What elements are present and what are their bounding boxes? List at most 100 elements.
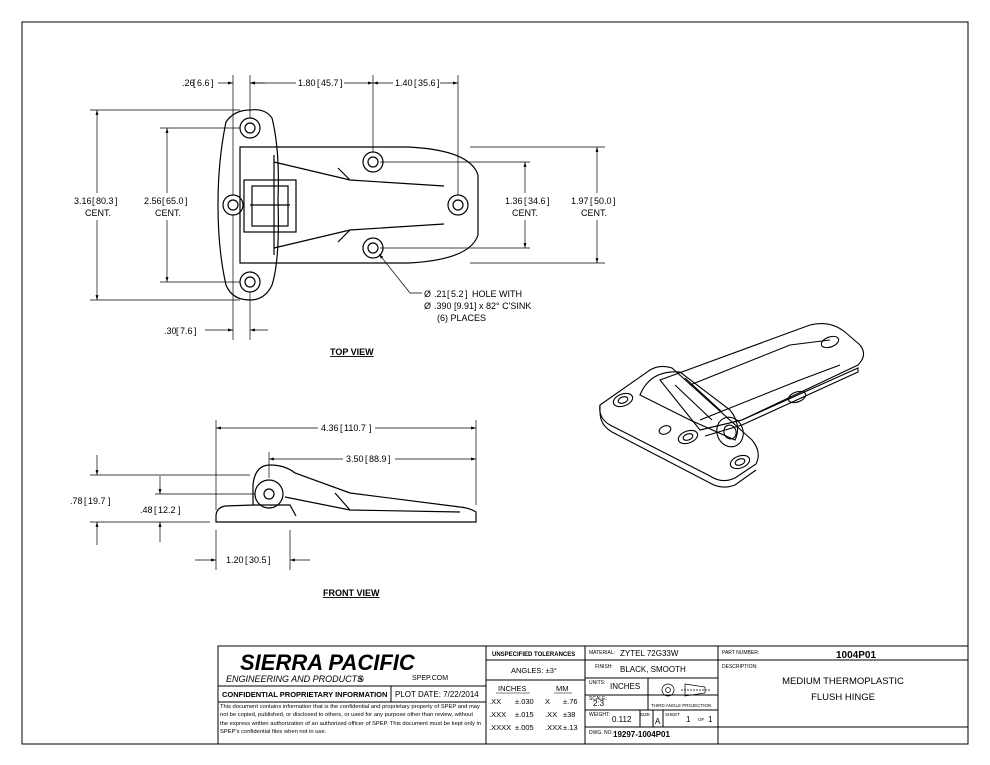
svg-text:[: [	[176, 326, 179, 336]
projection-label: THIRD ANGLE PROJECTION	[651, 703, 711, 708]
company-logo: SIERRA PACIFIC	[240, 650, 416, 675]
top-view-dimension-lines	[90, 75, 605, 340]
svg-text:]: ]	[108, 496, 111, 506]
tolerance-cell: ±.76	[563, 697, 578, 706]
svg-text:]: ]	[268, 555, 271, 565]
tolerance-row: .XXXX±.005 .XXX±.13	[489, 721, 583, 734]
field-label: PART NUMBER:	[722, 650, 759, 656]
dim-text: 2.56	[144, 196, 162, 206]
sheet-value: 1	[686, 715, 691, 724]
dim-text: Ø	[424, 289, 431, 299]
svg-text:]: ]	[369, 423, 372, 433]
dim-text: CENT.	[512, 208, 538, 218]
drawing-number: 19297-1004P01	[613, 730, 670, 739]
tolerance-cell: ±.015	[515, 710, 534, 719]
svg-text:[: [	[365, 454, 368, 464]
dim-text: 12.2	[158, 505, 176, 515]
svg-text:]: ]	[388, 454, 391, 464]
dim-text: 3.16	[74, 196, 92, 206]
svg-text:[: [	[193, 78, 196, 88]
units-value: INCHES	[610, 682, 640, 691]
registered-mark: ®	[358, 675, 364, 684]
dim-text: 88.9	[369, 454, 387, 464]
tolerance-header: UNSPECIFIED TOLERANCES	[492, 652, 575, 658]
tolerance-row: .XXX±.015.XX±38	[489, 708, 583, 721]
tolerance-cell: ±.005	[515, 723, 534, 732]
dim-text: 19.7	[88, 496, 106, 506]
dim-text: .26	[182, 78, 195, 88]
title-block-text: SIERRA PACIFIC ENGINEERING AND PRODUCTS …	[222, 649, 904, 739]
front-view	[215, 464, 477, 523]
finish-value: BLACK, SMOOTH	[620, 665, 686, 674]
dim-text: 110.7	[344, 423, 366, 433]
dim-text: 4.36	[321, 423, 339, 433]
svg-text:[: [	[414, 78, 417, 88]
svg-text:]: ]	[613, 196, 616, 206]
hinge-side-profile	[215, 464, 477, 523]
dim-text: .390 [9.91] x 82° C'SINK	[434, 301, 531, 311]
description-line-1: MEDIUM THERMOPLASTIC	[782, 676, 904, 687]
tolerance-cell: .XXXX	[489, 723, 512, 732]
svg-text:]: ]	[437, 78, 440, 88]
top-view	[217, 109, 479, 301]
dim-text: .30	[164, 326, 177, 336]
hinge-leaf	[239, 146, 479, 264]
description-line-2: FLUSH HINGE	[811, 692, 875, 703]
inches-header: INCHES	[498, 684, 526, 693]
dim-text: HOLE WITH	[472, 289, 522, 299]
dim-text: Ø	[424, 301, 431, 311]
dim-text: 65.0	[166, 196, 184, 206]
field-label: SCALE:	[589, 696, 607, 702]
svg-text:]: ]	[178, 505, 181, 515]
tolerance-cell: ±38	[563, 710, 576, 719]
dim-text: 1.36	[505, 196, 523, 206]
tolerance-cell: .XXX	[545, 723, 563, 732]
svg-text:[: [	[162, 196, 165, 206]
dim-text: 30.5	[249, 555, 267, 565]
tolerance-cell: .XX	[489, 697, 502, 706]
confidential-notice: This document contains information that …	[220, 704, 482, 735]
dim-text: 1.20	[226, 555, 244, 565]
sheets-value: 1	[708, 715, 713, 724]
field-label: MATERIAL:	[589, 650, 615, 656]
dim-text: .21	[434, 289, 447, 299]
dim-text: CENT.	[155, 208, 181, 218]
dim-text: CENT.	[85, 208, 111, 218]
sheet-border	[21, 21, 969, 745]
field-label: WEIGHT:	[589, 712, 610, 718]
field-label: OF	[698, 717, 705, 722]
field-label: DWG. NO.	[589, 730, 613, 736]
dim-text: 5.2	[451, 289, 464, 299]
svg-text:[: [	[245, 555, 248, 565]
svg-text:[: [	[317, 78, 320, 88]
svg-text:[: [	[590, 196, 593, 206]
svg-text:]: ]	[185, 196, 188, 206]
mm-header: MM	[556, 684, 569, 693]
angle-tolerance: ANGLES: ±3°	[511, 666, 557, 675]
field-label: SHEET	[665, 712, 680, 717]
front-view-label: FRONT VIEW	[323, 588, 380, 598]
dim-text: 80.3	[96, 196, 114, 206]
dim-text: (6) PLACES	[437, 313, 486, 323]
svg-text:]: ]	[115, 196, 118, 206]
third-angle-projection-icon	[661, 683, 710, 697]
svg-text:[: [	[154, 505, 157, 515]
dim-text: 34.6	[528, 196, 546, 206]
top-view-dimensions: .26 [ 6.6 ] 1.80 [ 45.7 ] 1.40 [ 35.6 ] …	[74, 78, 616, 336]
tolerance-cell: ±.13	[563, 723, 578, 732]
title-block	[217, 645, 969, 745]
field-label: UNITS:	[589, 680, 605, 686]
dim-text: 1.80	[298, 78, 316, 88]
tolerance-cell: X	[545, 697, 551, 706]
field-label: DESCRIPTION:	[722, 664, 758, 670]
front-view-dimensions: 4.36 [ 110.7 ] 3.50 [ 88.9 ] .78 [ 19.7 …	[70, 423, 391, 565]
hinge-knuckle	[243, 179, 297, 233]
tolerance-cell: .XXX	[489, 710, 507, 719]
dim-text: 7.6	[180, 326, 193, 336]
svg-text:]: ]	[340, 78, 343, 88]
svg-text:]: ]	[194, 326, 197, 336]
hinge-pin-outer	[254, 479, 284, 509]
